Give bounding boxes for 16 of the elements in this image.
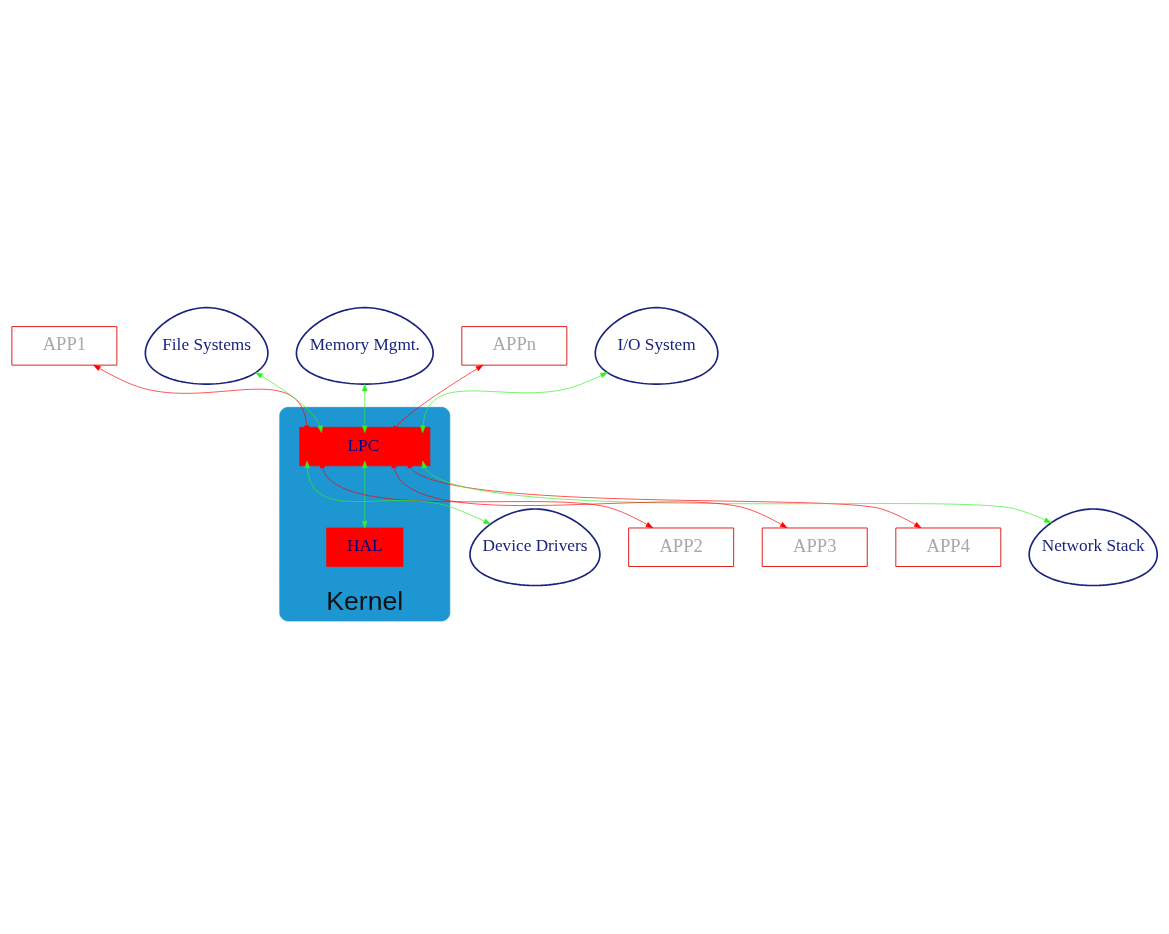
node-box: APP3 [761, 527, 868, 568]
arrow [391, 460, 788, 529]
node-box: HAL [326, 527, 404, 567]
node-box: APP4 [895, 527, 1002, 568]
arrow [362, 460, 368, 529]
arrow [319, 460, 654, 529]
arrow [362, 383, 368, 433]
arrow [304, 460, 491, 525]
node-box: APP1 [11, 326, 118, 366]
arrow [255, 372, 323, 433]
arrow [407, 460, 922, 529]
arrow [393, 364, 484, 433]
arrow [420, 372, 608, 433]
node-box: APPn [461, 326, 568, 366]
node-box: APP2 [628, 527, 735, 568]
arrow [421, 460, 1052, 524]
